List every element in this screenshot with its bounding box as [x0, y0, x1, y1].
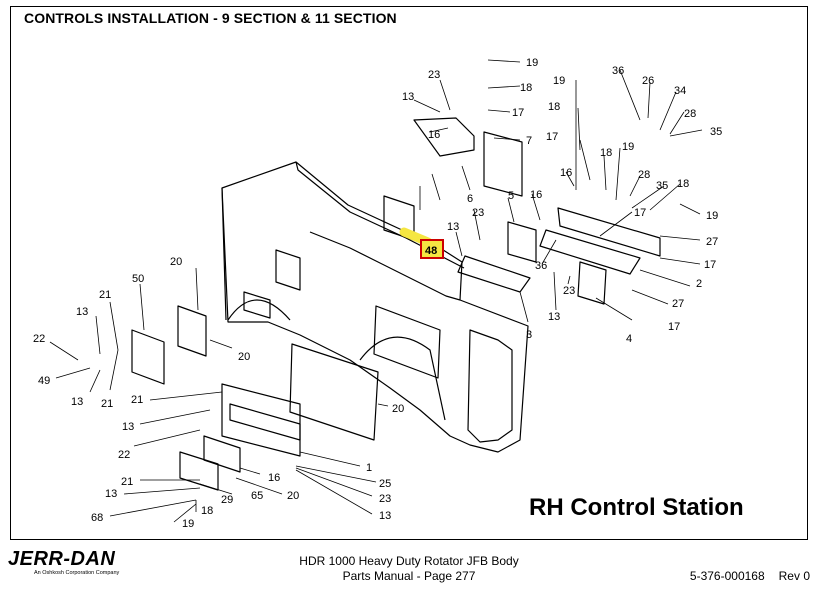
callout: 65	[251, 490, 263, 502]
callout: 4	[626, 333, 632, 345]
callout: 18	[201, 505, 213, 517]
callout: 17	[634, 207, 646, 219]
callout: 19	[526, 57, 538, 69]
callout: 16	[560, 167, 572, 179]
callout-48-box	[420, 239, 444, 259]
callout: 19	[622, 141, 634, 153]
callout: 13	[122, 421, 134, 433]
callout: 35	[710, 126, 722, 138]
callout: 22	[118, 449, 130, 461]
callout: 16	[428, 129, 440, 141]
callout: 16	[268, 472, 280, 484]
callout: 22	[33, 333, 45, 345]
callout: 25	[379, 478, 391, 490]
callout: 34	[674, 85, 686, 97]
callout: 23	[428, 69, 440, 81]
callout: 17	[546, 131, 558, 143]
callout: 13	[71, 396, 83, 408]
callout: 29	[221, 494, 233, 506]
drawing-frame	[10, 6, 808, 540]
callout: 21	[131, 394, 143, 406]
callout: 27	[672, 298, 684, 310]
callout: 20	[238, 351, 250, 363]
callout: 19	[553, 75, 565, 87]
callout: 21	[121, 476, 133, 488]
callout: 13	[402, 91, 414, 103]
callout: 13	[447, 221, 459, 233]
callout: 28	[638, 169, 650, 181]
callout: 6	[467, 193, 473, 205]
callout: 50	[132, 273, 144, 285]
callout: 3	[526, 329, 532, 341]
callout: 19	[182, 518, 194, 530]
callout-labels: 19 18 17 23 13 16 7 6 19 18 17 16 18 19 …	[33, 57, 722, 530]
page-number-line: Parts Manual - Page 277	[342, 569, 476, 583]
callout-48-label: 48	[425, 245, 437, 257]
callout: 68	[91, 512, 103, 524]
callout: 21	[99, 289, 111, 301]
callout: 13	[76, 306, 88, 318]
side-panel	[289, 343, 379, 441]
station-label: RH Control Station	[529, 494, 744, 521]
logo-tagline: An Oshkosh Corporation Company	[34, 570, 120, 576]
callout: 18	[677, 178, 689, 190]
callout: 21	[101, 398, 113, 410]
callout: 18	[520, 82, 532, 94]
callout: 17	[704, 259, 716, 271]
callout: 18	[548, 101, 560, 113]
callout: 18	[600, 147, 612, 159]
callout: 36	[535, 260, 547, 272]
page-title: CONTROLS INSTALLATION - 9 SECTION & 11 S…	[24, 10, 397, 26]
callout: 27	[706, 236, 718, 248]
callout: 13	[105, 488, 117, 500]
doc-reference: 5-376-000168 Rev 0	[676, 569, 810, 583]
callout: 16	[530, 189, 542, 201]
body-housing	[221, 161, 529, 453]
callout: 36	[612, 65, 624, 77]
callout: 20	[392, 403, 404, 415]
callout: 2	[696, 278, 702, 290]
callout: 35	[656, 180, 668, 192]
callout: 23	[379, 493, 391, 505]
brand-logo: JERR-DAN An Oshkosh Corporation Company	[8, 548, 119, 576]
callout: 7	[526, 135, 532, 147]
callout: 1	[366, 462, 372, 474]
callout: 5	[508, 190, 514, 202]
logo-wordmark: JERR-DAN	[8, 548, 116, 570]
callout: 23	[472, 207, 484, 219]
callout: 20	[287, 490, 299, 502]
manual-title: HDR 1000 Heavy Duty Rotator JFB Body	[299, 554, 519, 568]
callout: 13	[548, 311, 560, 323]
doc-number: 5-376-000168	[689, 569, 765, 583]
revision: Rev 0	[778, 569, 810, 583]
callout: 19	[706, 210, 718, 222]
callout: 17	[668, 321, 680, 333]
callout: 17	[512, 107, 524, 119]
callout: 28	[684, 108, 696, 120]
callout: 26	[642, 75, 654, 87]
callout: 13	[379, 510, 391, 522]
callout: 23	[563, 285, 575, 297]
callout: 20	[170, 256, 182, 268]
callout: 49	[38, 375, 50, 387]
front-panel	[221, 383, 301, 457]
